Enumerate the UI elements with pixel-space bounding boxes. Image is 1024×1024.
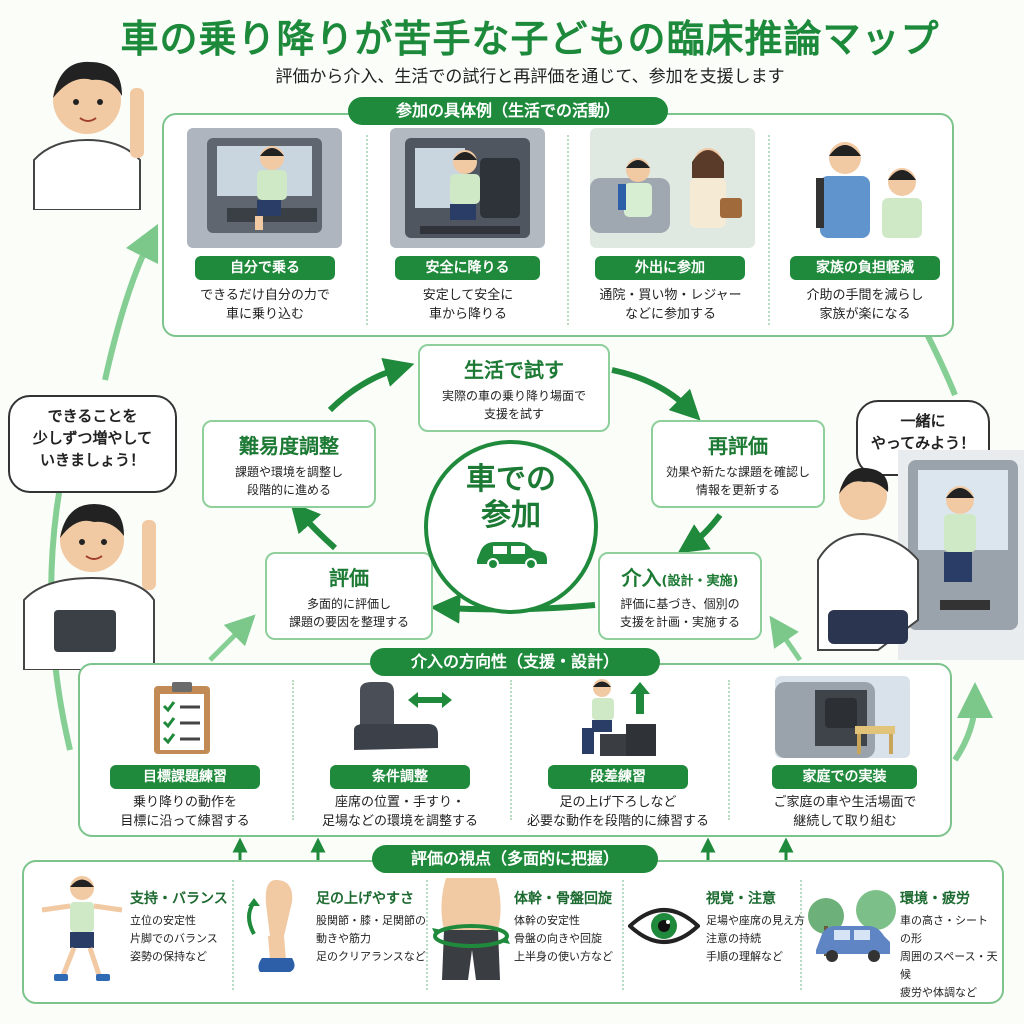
photo-child-exiting (390, 128, 545, 248)
photo-home-car (775, 676, 910, 758)
viewpoints-heading: 評価の視点（多面的に把握） (372, 845, 658, 873)
photo-outing (590, 128, 755, 248)
viewpoint-vision: 視覚・注意 (706, 891, 776, 907)
page-title: 車の乗り降りが苦手な子どもの臨床推論マップ (120, 17, 940, 61)
intervention-item-goal-task: 目標課題練習 (110, 765, 260, 789)
intervention-item-home: 家庭での実装 (772, 765, 917, 789)
step-practice-icon (582, 679, 656, 756)
photo-family (790, 128, 945, 248)
participation-heading: 参加の具体例（生活での活動） (348, 97, 668, 125)
participation-item-board: 自分で乗る (195, 256, 335, 280)
viewpoint-leg-lift: 足の上げやすさ (316, 891, 414, 907)
viewpoint-balance: 支持・バランス (130, 891, 228, 907)
cycle-arrow-1 (327, 357, 415, 413)
cycle-step-try: 生活で試す 実際の車の乗り降り場面で支援を試す (418, 344, 610, 432)
cycle-arrow-2 (611, 367, 701, 421)
car-seat-adjust-icon (354, 682, 452, 750)
eye-icon (628, 908, 700, 944)
clipboard-checklist-icon (154, 682, 210, 754)
photo-therapist-helping-child (817, 450, 1024, 660)
therapist-with-tablet (23, 504, 156, 670)
page-subtitle: 評価から介入、生活での試行と再評価を通じて、参加を支援します (275, 67, 785, 87)
cycle-step-reevaluation: 再評価 効果や新たな課題を確認し情報を更新する (651, 420, 825, 508)
environment-car-icon (808, 890, 896, 962)
viewpoint-trunk: 体幹・骨盤回旋 (514, 891, 612, 907)
cycle-step-difficulty: 難易度調整 課題や環境を調整し段階的に進める (202, 420, 376, 508)
participation-item-outing: 外出に参加 (595, 256, 745, 280)
intervention-item-step: 段差練習 (548, 765, 688, 789)
intervention-item-condition: 条件調整 (330, 765, 470, 789)
cycle-arrow-3 (677, 513, 723, 554)
left-top-arrow (102, 223, 159, 381)
leg-lift-icon (247, 880, 295, 972)
cycle-step-intervention: 介入(設計・実施) 評価に基づき、個別の支援を計画・実施する (598, 552, 762, 640)
trunk-rotation-icon (432, 878, 510, 980)
cycle-arrow-5 (290, 501, 338, 551)
center-goal: 車での参加 (424, 440, 598, 614)
right-up-arrow (952, 682, 993, 762)
participation-item-exit: 安全に降りる (395, 256, 540, 280)
photo-child-boarding (187, 128, 342, 248)
right-down-arrow (922, 328, 958, 397)
intervention-heading: 介入の方向性（支援・設計） (370, 648, 660, 676)
car-icon (477, 542, 547, 570)
cycle-step-evaluation: 評価 多面的に評価し課題の要因を整理する (265, 552, 433, 640)
therapist-pointing-top (33, 61, 144, 210)
child-balance-icon (41, 876, 123, 981)
participation-item-family: 家族の負担軽減 (790, 256, 940, 280)
speech-bubble-left: できることを少しずつ増やしていきましょう！ (8, 395, 177, 493)
viewpoint-environment: 環境・疲労 (900, 891, 970, 907)
